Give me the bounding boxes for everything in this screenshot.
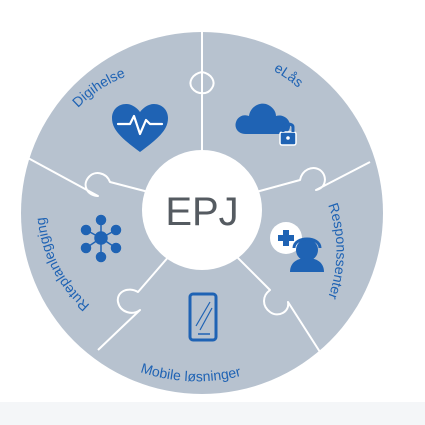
center-hub (142, 150, 262, 270)
separator-lower-left (97, 254, 171, 351)
separator-right (244, 161, 371, 196)
separator-left (27, 157, 161, 197)
cloud-lock-icon (235, 103, 297, 146)
separator-lower-right (229, 249, 321, 353)
separator-top (189, 32, 215, 165)
bottom-band (0, 402, 425, 425)
puzzle-separators (27, 32, 371, 353)
heart-pulse-icon (112, 104, 168, 152)
smartphone-icon (188, 292, 218, 342)
operator-headset-icon (270, 222, 324, 272)
network-nodes-icon (80, 214, 122, 263)
center-label: EPJ (165, 190, 238, 234)
